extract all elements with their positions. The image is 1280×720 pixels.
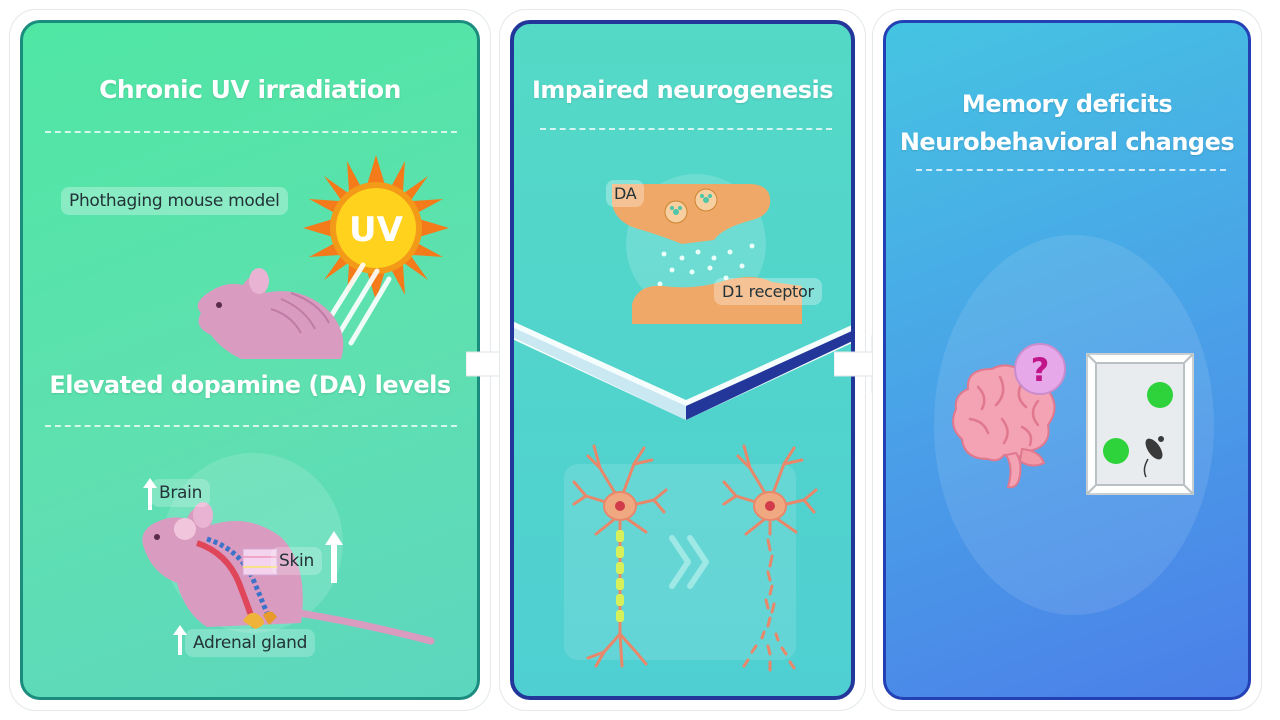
skin-label: Skin (271, 547, 322, 575)
panel3-title-line1: Memory deficits (961, 90, 1173, 118)
uv-text: UV (349, 210, 404, 250)
brain-label: Brain (151, 479, 211, 507)
question-mark-text: ? (1031, 351, 1050, 389)
mouse-anatomy-icon (142, 502, 435, 645)
panel2-divider (540, 128, 832, 130)
panel1-title: Chronic UV irradiation (99, 75, 401, 104)
panel-uv-irradiation: Chronic UV irradiation Phothaging mouse … (10, 10, 490, 710)
panel3-divider (916, 169, 1226, 171)
panel1-divider-top (45, 131, 457, 133)
skin-up-arrow-icon (325, 531, 343, 583)
open-field-test-icon (1086, 353, 1194, 495)
panel-memory-deficits-inner: Memory deficits Neurobehavioral changes … (883, 20, 1251, 700)
d1-receptor-label: D1 receptor (714, 278, 822, 305)
panel1-subtitle: Elevated dopamine (DA) levels (49, 371, 451, 399)
panel-neurogenesis: Impaired neurogenesis DA D1 receptor (500, 10, 865, 710)
degenerated-neuron-icon (722, 444, 818, 672)
panel2-title: Impaired neurogenesis (531, 76, 834, 104)
panel1-divider-bottom (45, 425, 457, 427)
panel-memory-deficits: Memory deficits Neurobehavioral changes … (873, 10, 1261, 710)
hairless-mouse-icon (197, 268, 344, 359)
adrenal-up-arrow-icon (173, 625, 187, 655)
chevron-divider-icon (514, 321, 851, 420)
adrenal-gland-label: Adrenal gland (185, 629, 316, 657)
panel-uv-irradiation-inner: Chronic UV irradiation Phothaging mouse … (20, 20, 480, 700)
question-bubble-icon: ? (1014, 343, 1066, 395)
panel3-title: Memory deficits Neurobehavioral changes (886, 85, 1248, 161)
panel-neurogenesis-inner: Impaired neurogenesis DA D1 receptor (510, 20, 855, 700)
double-chevron-right-icon (669, 535, 709, 589)
photoaging-model-label: Phothaging mouse model (61, 187, 288, 215)
healthy-neuron-icon (572, 444, 668, 668)
brain-up-arrow-icon (143, 478, 157, 510)
synapse-icon (612, 184, 802, 324)
dopamine-label: DA (606, 180, 645, 207)
panel3-title-line2: Neurobehavioral changes (899, 128, 1235, 156)
sun-uv-icon: UV (303, 155, 449, 301)
